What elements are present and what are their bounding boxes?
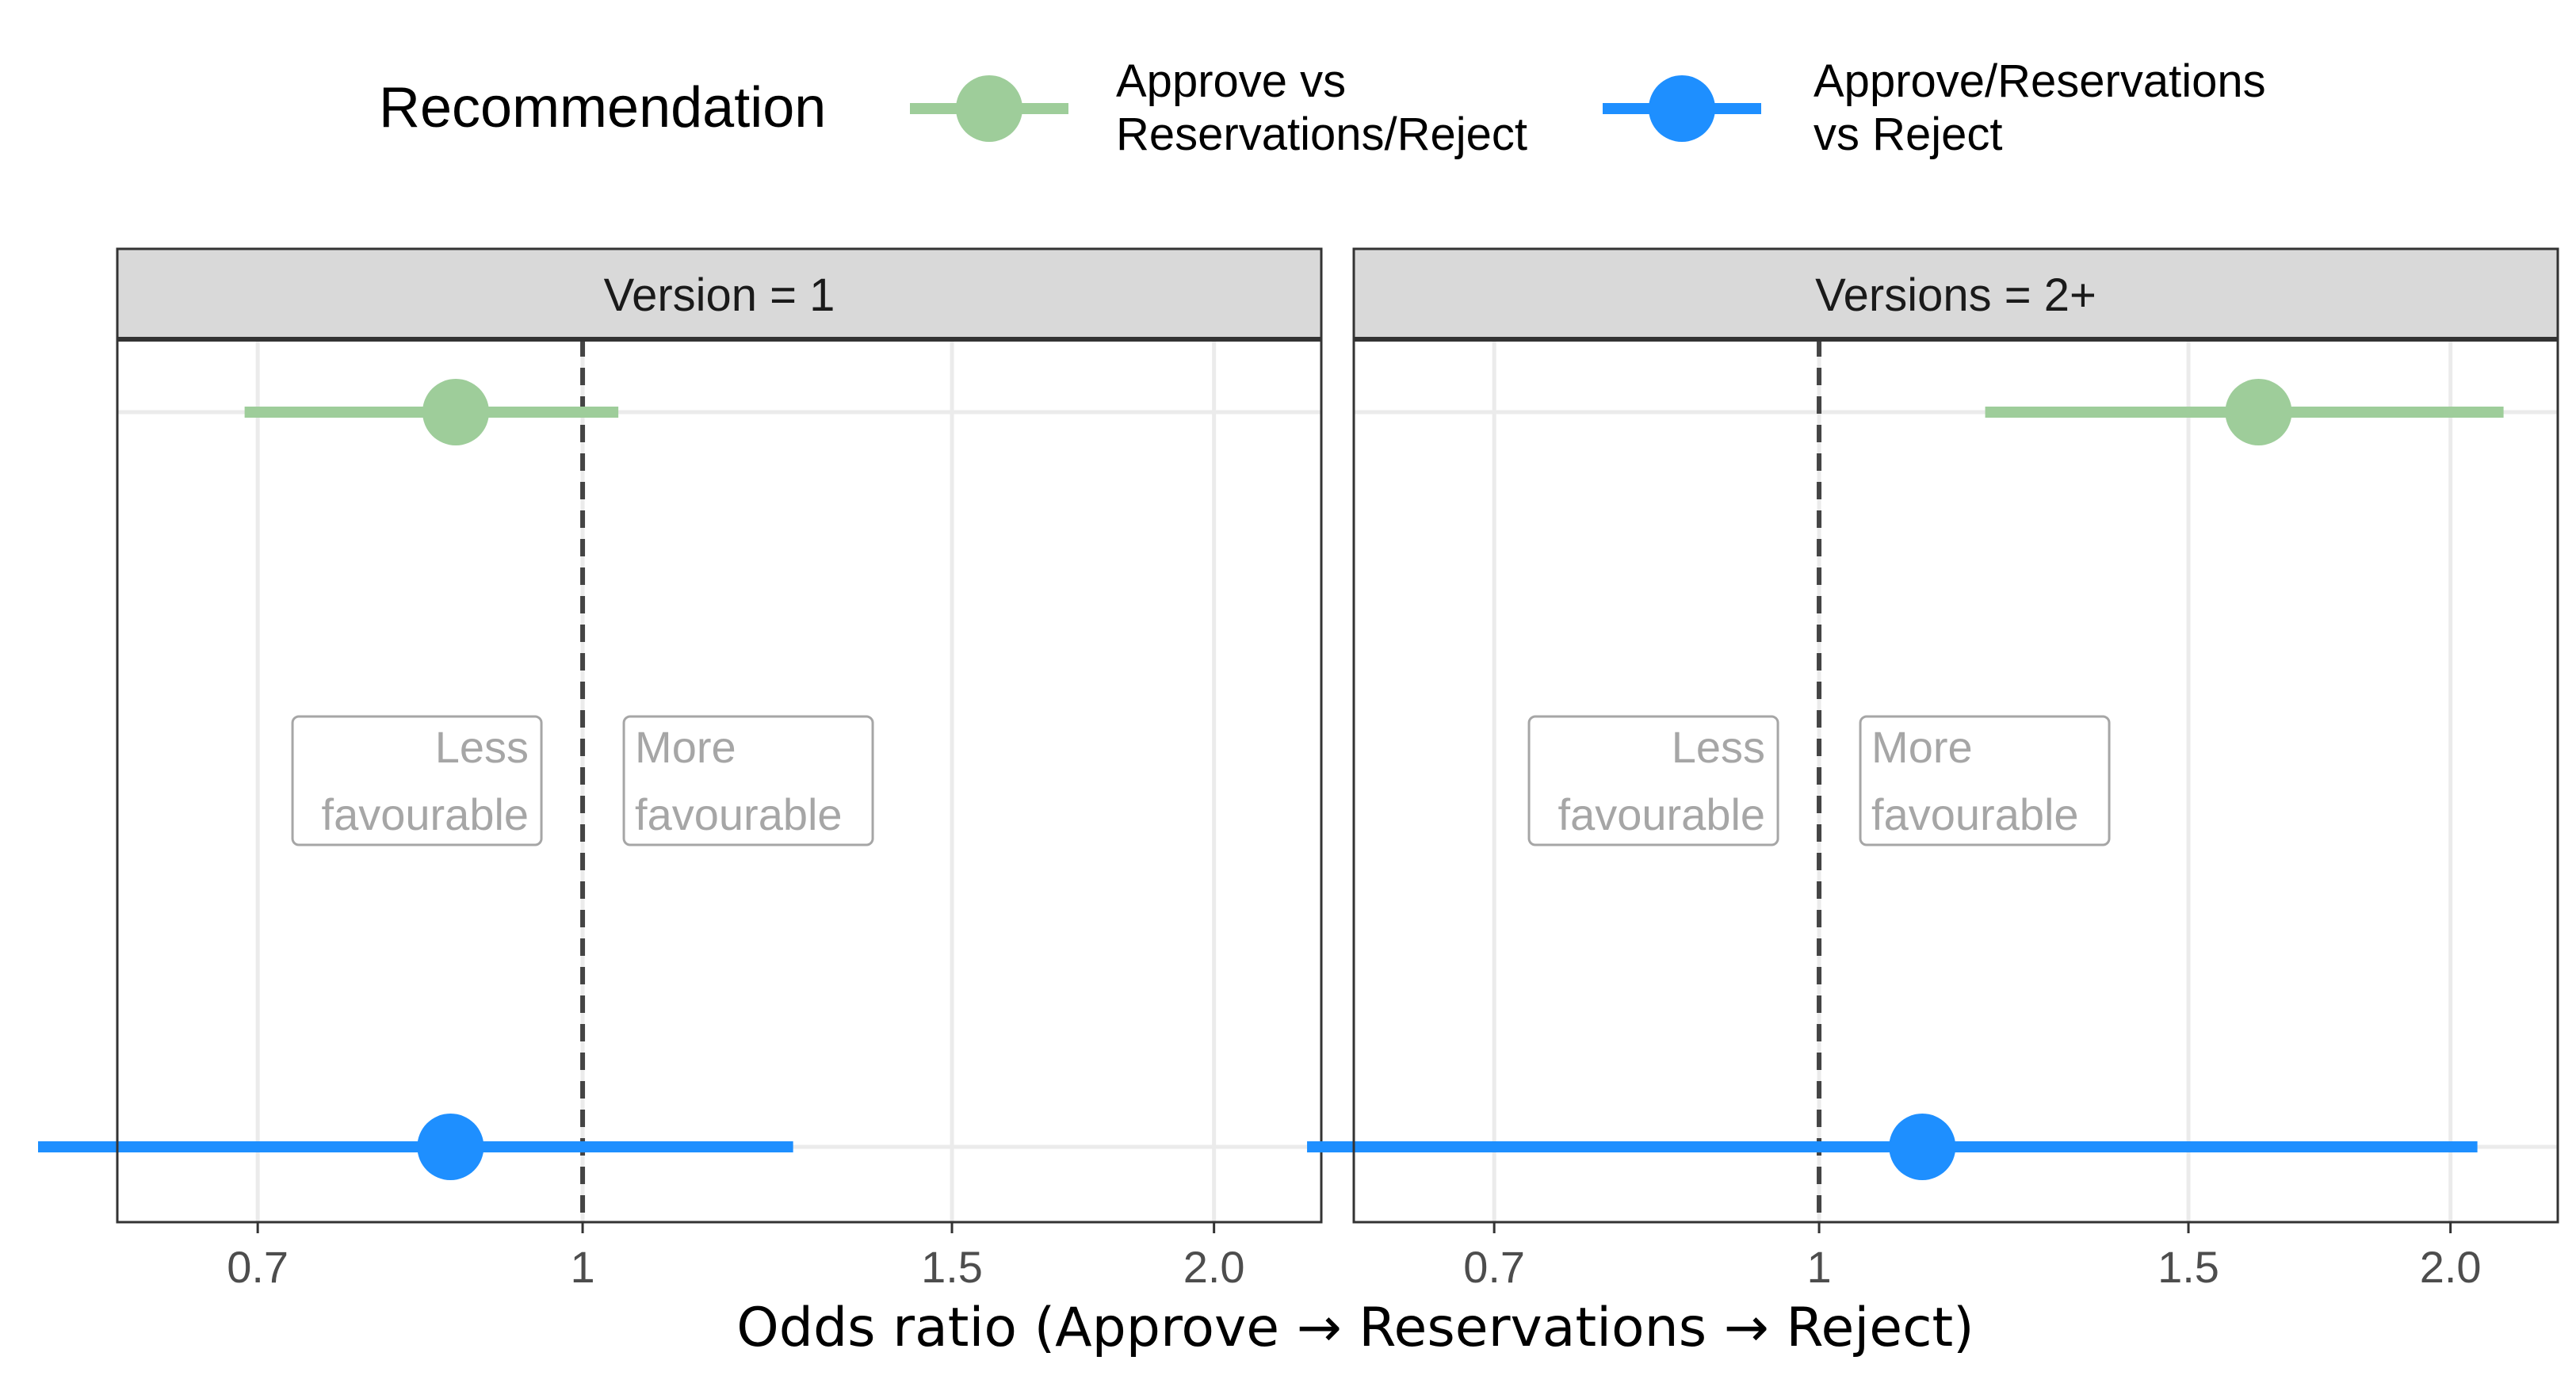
x-tick-label: 1.5 xyxy=(921,1242,983,1292)
point-estimate xyxy=(2225,379,2292,445)
strip xyxy=(116,247,1323,341)
annotation-text: favourable xyxy=(1558,789,1766,839)
less-favourable-label: Less favourable xyxy=(291,715,543,846)
legend: Recommendation Approve vsReservations/Rej… xyxy=(379,55,2266,160)
annotation-text: Less xyxy=(1672,722,1765,772)
annotation-text: favourable xyxy=(1871,789,2079,839)
annotation-text: favourable xyxy=(635,789,843,839)
x-tick-label: 1 xyxy=(570,1242,594,1292)
legend-key-point xyxy=(956,75,1022,142)
annotation-box xyxy=(1859,715,2111,846)
less-favourable-label: Less favourable xyxy=(1527,715,1779,846)
x-tick-label: 0.7 xyxy=(1463,1242,1525,1292)
strip-label: Versions = 2+ xyxy=(1815,269,2096,321)
legend-label: vs Reject xyxy=(1814,109,2003,160)
annotation-box xyxy=(1527,715,1779,846)
strip-label: Version = 1 xyxy=(604,269,835,321)
x-tick-label: 0.7 xyxy=(227,1242,289,1292)
x-tick-label: 1 xyxy=(1806,1242,1831,1292)
point-estimate xyxy=(1889,1114,1956,1180)
x-tick-label: 2.0 xyxy=(2420,1242,2482,1292)
legend-label: Approve/Reservations xyxy=(1814,55,2266,107)
annotation-text: Less xyxy=(435,722,529,772)
legend-key-point xyxy=(1649,75,1715,142)
annotation-box xyxy=(622,715,874,846)
annotation-text: favourable xyxy=(322,789,529,839)
x-tick-label: 1.5 xyxy=(2157,1242,2219,1292)
annotation-text: More xyxy=(635,722,736,772)
legend-label: Approve vs xyxy=(1116,55,1346,107)
more-favourable-label: More favourable xyxy=(622,715,874,846)
strip xyxy=(1352,247,2559,341)
point-estimate xyxy=(417,1114,484,1180)
point-estimate xyxy=(422,379,490,445)
legend-label: Reservations/Reject xyxy=(1116,109,1527,160)
x-tick-label: 2.0 xyxy=(1183,1242,1245,1292)
x-axis-label: Odds ratio (Approve → Reservations → Rej… xyxy=(736,1297,1974,1359)
annotation-text: More xyxy=(1871,722,1973,772)
panel: Less favourable More favourable Version = 1 0… xyxy=(38,247,1323,1292)
panels: Less favourable More favourable Version = 1 0… xyxy=(38,247,2559,1292)
more-favourable-label: More favourable xyxy=(1859,715,2111,846)
legend-title: Recommendation xyxy=(379,76,826,139)
panel: Less favourable More favourable Versions = 2… xyxy=(1307,247,2559,1292)
annotation-box xyxy=(291,715,543,846)
